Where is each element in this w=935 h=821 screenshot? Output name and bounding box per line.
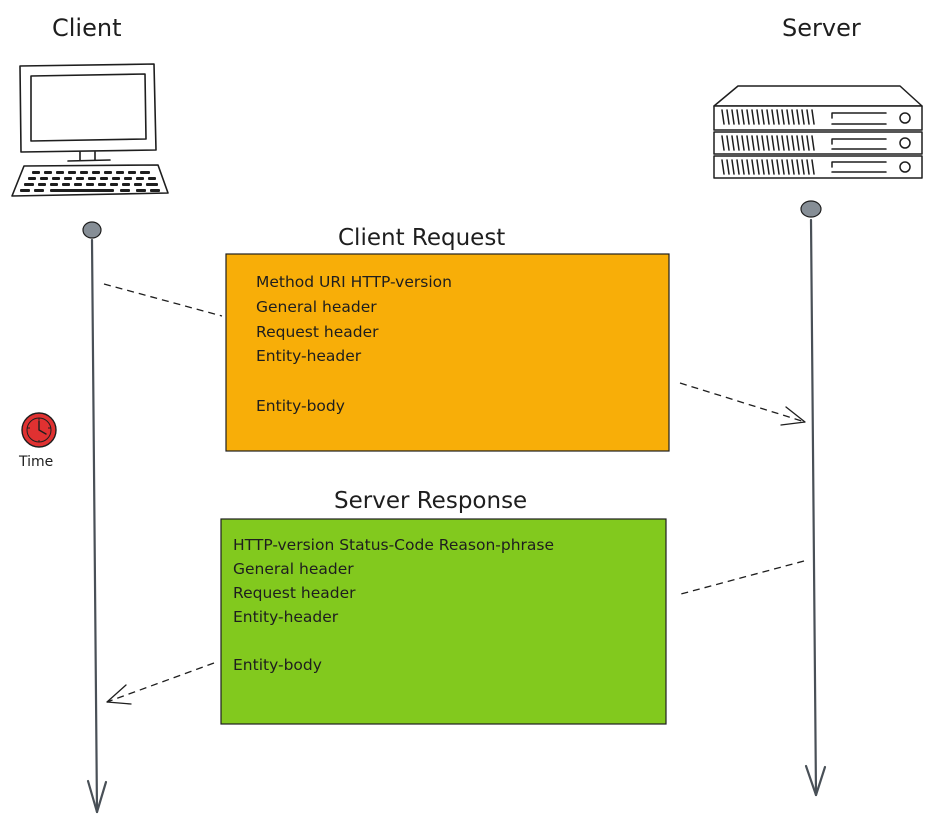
request-line-6: Entity-body [256,397,345,415]
desktop-computer-icon [11,63,169,197]
response-line-2: General header [233,560,354,578]
response-line-3: Request header [233,584,356,602]
request-line-4: Entity-header [256,347,362,365]
request-line-2: General header [256,298,377,316]
client-lifeline [82,221,108,814]
server-lifeline [800,200,827,797]
server-lifeline-arrowhead [804,764,827,797]
response-arrow-to-client [106,662,215,703]
response-box [220,518,667,725]
response-connector-in [680,560,805,595]
response-line-1: HTTP-version Status-Code Reason-phrase [233,536,554,554]
request-arrow-to-server [679,382,806,423]
response-title: Server Response [334,488,527,514]
response-arrowhead [106,684,132,705]
request-box [225,253,670,452]
server-rack-icon [713,85,923,179]
server-label: Server [782,14,861,42]
client-label: Client [52,14,121,42]
time-label: Time [18,454,53,470]
response-line-6: Entity-body [233,656,322,674]
request-line-3: Request header [256,323,379,341]
request-title: Client Request [338,225,505,251]
clock-icon [21,412,57,448]
request-connector-in [103,283,223,317]
request-line-1: Method URI HTTP-version [256,273,452,291]
client-lifeline-arrowhead [86,779,108,814]
response-line-4: Entity-header [233,608,339,626]
request-arrowhead [780,406,806,426]
